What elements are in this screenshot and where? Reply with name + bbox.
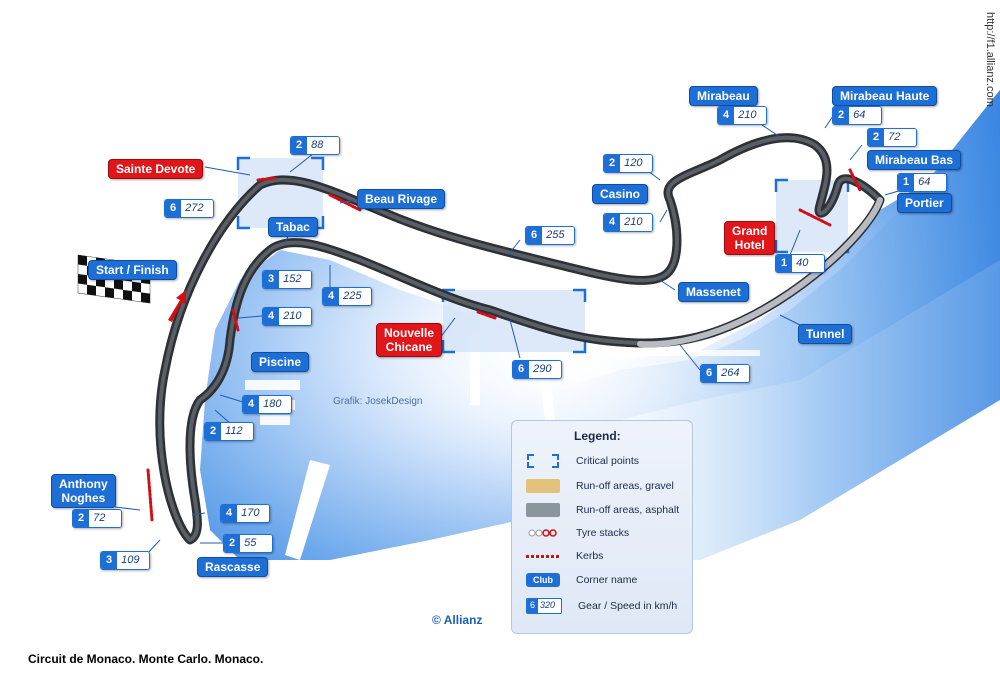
critical-point-icon	[527, 454, 559, 468]
corner-sainte-devote: Sainte Devote	[108, 159, 204, 179]
start-arrow	[168, 290, 186, 322]
corner-anthony-noghes: Anthony Noghes	[51, 474, 116, 508]
site-url: http://f1.allianz.com	[984, 12, 996, 107]
corner-piscine: Piscine	[251, 352, 310, 372]
corner-beau-rivage: Beau Rivage	[357, 189, 446, 209]
sea	[200, 90, 1000, 560]
pier	[260, 415, 290, 425]
pier	[285, 460, 330, 560]
legend-title: Legend:	[574, 429, 621, 443]
corner-tunnel: Tunnel	[798, 324, 853, 344]
corner-start-finish: Start / Finish	[88, 260, 177, 280]
asphalt-swatch	[526, 503, 560, 517]
corner-rascasse: Rascasse	[197, 557, 269, 577]
critical-zones	[238, 158, 848, 352]
corner-mirabeau-haute: Mirabeau Haute	[832, 86, 938, 106]
graphic-credit: Grafik: JosekDesign	[333, 396, 423, 407]
gravel-swatch	[526, 479, 560, 493]
map-caption: Circuit de Monaco. Monte Carlo. Monaco.	[28, 652, 264, 666]
legend-row-asphalt: Run-off areas, asphalt	[526, 501, 679, 519]
corner-portier: Portier	[897, 193, 952, 213]
legend-row-corner: Club Corner name	[526, 571, 637, 589]
corner-mirabeau: Mirabeau	[689, 86, 758, 106]
corner-tabac: Tabac	[268, 217, 318, 237]
legend-row-kerbs: Kerbs	[526, 547, 603, 565]
tyre-stack-icon	[528, 529, 557, 537]
legend-row-gravel: Run-off areas, gravel	[526, 477, 674, 495]
corner-mirabeau-bas: Mirabeau Bas	[867, 150, 962, 170]
corner-massenet: Massenet	[678, 282, 749, 302]
corner-grand-hotel: Grand Hotel	[724, 221, 776, 255]
pier	[245, 380, 300, 390]
corner-casino: Casino	[592, 184, 649, 204]
allianz-logo: © Allianz	[432, 613, 483, 627]
legend-row-tyres: Tyre stacks	[526, 524, 629, 542]
kerb-swatch	[526, 555, 560, 558]
legend: Legend: Critical points Run-off areas, g…	[511, 420, 693, 634]
corner-name-sample: Club	[526, 573, 560, 587]
corner-nouvelle-chicane: Nouvelle Chicane	[376, 323, 443, 357]
legend-row-critical: Critical points	[526, 452, 639, 470]
pier	[640, 350, 760, 356]
